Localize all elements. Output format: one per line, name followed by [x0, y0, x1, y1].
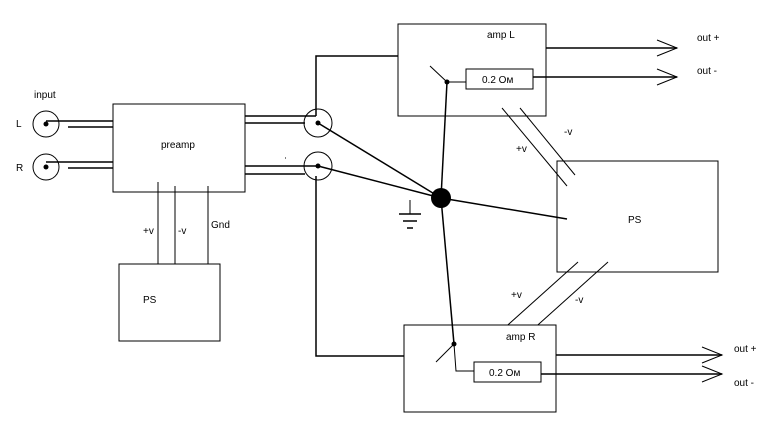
ground-icon	[399, 200, 421, 229]
supply-bottom-plus-v-label: +v	[511, 290, 522, 301]
signal-wire-amp-r	[315, 176, 412, 357]
supply-bottom-minus-v-label: -v	[575, 295, 583, 306]
preamp-ps-label: PS	[143, 295, 157, 306]
supply-top-minus-v-label: -v	[564, 127, 572, 138]
preamp-gnd-label: Gnd	[211, 220, 230, 231]
preamp-label: preamp	[161, 140, 195, 151]
input-jack-r	[32, 153, 60, 181]
input-l-label: L	[16, 119, 22, 130]
input-label: input	[34, 90, 56, 101]
main-ps-label: PS	[628, 215, 642, 226]
input-r-label: R	[16, 163, 23, 174]
amp-l-out-plus-label: out +	[697, 33, 720, 44]
amp-r-out-plus-label: out +	[734, 344, 757, 355]
amp-l-label: amp L	[487, 30, 515, 41]
supply-top-plus-v-label: +v	[516, 144, 527, 155]
resistor-r	[473, 361, 542, 383]
preamp-out-cable-l	[245, 115, 316, 124]
signal-wire-amp-l	[315, 55, 410, 116]
preamp-minus-v-label: -v	[178, 226, 186, 237]
amp-l-out-minus-label: out -	[697, 66, 717, 77]
amp-r-label: amp R	[506, 332, 535, 343]
resistor-r-label: 0.2 Ом	[489, 368, 520, 379]
main-ps-box	[556, 160, 719, 273]
preamp-box	[112, 103, 246, 193]
resistor-l	[465, 68, 534, 90]
preamp-ps-box	[118, 263, 221, 342]
preamp-plus-v-label: +v	[143, 226, 154, 237]
amp-r-out-minus-label: out -	[734, 378, 754, 389]
input-jack-l	[32, 110, 60, 138]
resistor-l-label: 0.2 Ом	[482, 75, 513, 86]
